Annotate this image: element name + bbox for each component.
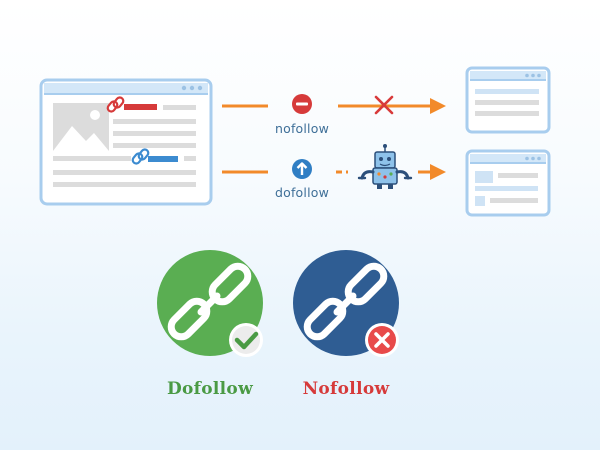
source-webpage <box>39 78 213 206</box>
cross-icon <box>374 95 394 115</box>
minus-circle-icon <box>292 94 312 114</box>
target-webpage-nofollow <box>465 66 551 134</box>
nofollow-badge <box>293 250 399 357</box>
dofollow-path <box>222 144 446 189</box>
target-webpage-dofollow <box>465 149 551 217</box>
chain-link-icon <box>303 262 388 341</box>
link-icon-blue <box>131 148 150 165</box>
check-icon <box>229 323 263 357</box>
dofollow-badge-label: Dofollow <box>166 379 254 399</box>
link-icon-red <box>106 96 125 113</box>
chain-link-icon <box>167 262 252 341</box>
nofollow-flow-label: nofollow <box>274 121 330 136</box>
dofollow-flow-label: dofollow <box>274 185 330 200</box>
nofollow-badge-label: Nofollow <box>302 379 390 399</box>
robot-icon <box>357 144 413 189</box>
nofollow-path <box>222 94 446 115</box>
x-icon <box>365 323 399 357</box>
dofollow-badge <box>157 250 263 357</box>
arrow-up-circle-icon <box>292 159 312 179</box>
image-placeholder-icon <box>53 103 109 151</box>
